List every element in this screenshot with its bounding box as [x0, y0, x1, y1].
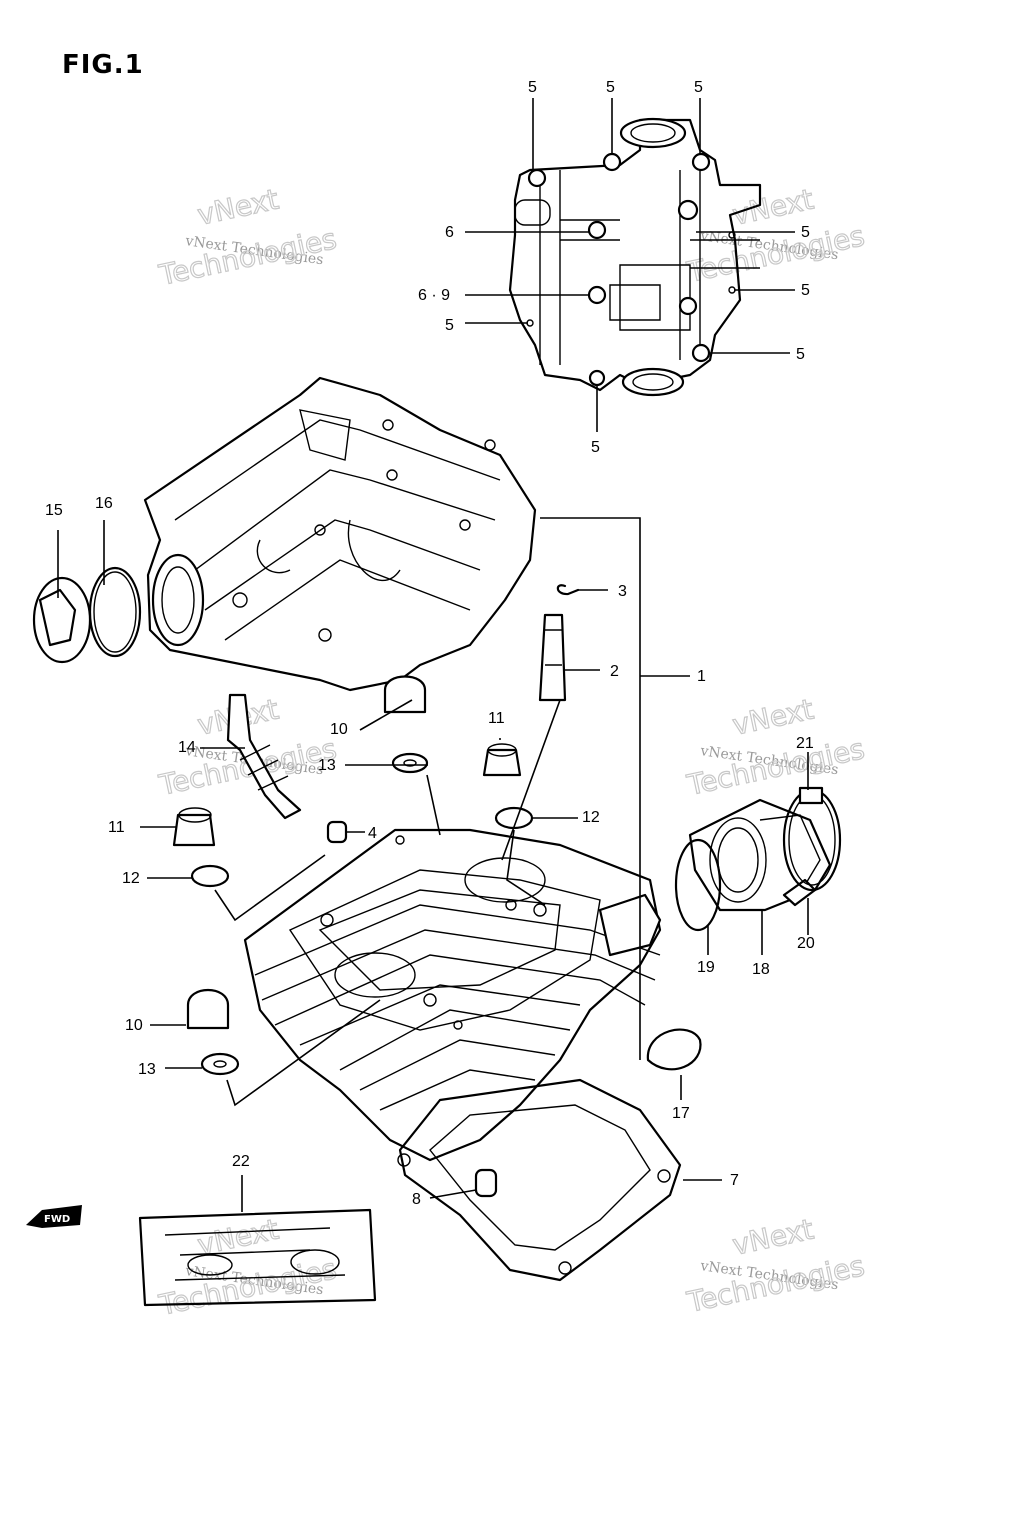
cylinder-head-assembly — [143, 376, 537, 692]
washer-12-left — [190, 864, 230, 888]
callout-10: 10 — [330, 721, 348, 738]
callout-1: 1 — [697, 668, 706, 685]
callout-11: 11 — [108, 819, 125, 836]
cylinder-gasket-7 — [397, 1078, 682, 1282]
callout-5: 5 — [796, 346, 805, 363]
callout-6: 6 — [445, 224, 454, 241]
watermark-technologies: Technologies — [684, 732, 868, 802]
callout-15: 15 — [45, 502, 63, 519]
callout-12: 12 — [122, 870, 140, 887]
watermark-technologies: Technologies — [156, 222, 340, 292]
figure-title: FIG.1 — [62, 50, 144, 80]
callout-5: 5 — [591, 439, 600, 456]
intake-pipe-18 — [688, 798, 832, 912]
washer-13-upper — [391, 752, 429, 774]
dowel-8 — [474, 1168, 498, 1198]
watermark-vnext: vNext — [730, 1213, 817, 1262]
o-ring-16 — [88, 566, 142, 658]
callout-20: 20 — [797, 935, 815, 952]
callout-2: 2 — [610, 663, 619, 680]
valve-guide-2 — [538, 613, 567, 702]
callout-10: 10 — [125, 1017, 143, 1034]
cap-nut-10-lower — [186, 989, 230, 1030]
watermark-technologies: Technologies — [156, 1252, 340, 1322]
callout-4: 4 — [368, 825, 377, 842]
dowel-4 — [326, 820, 348, 844]
nut-11-upper — [482, 743, 522, 777]
cap-nut-10-upper — [383, 675, 427, 714]
callout-7: 7 — [730, 1172, 739, 1189]
callout-labels: 5 5 5 6 6 · 9 5 5 5 5 5 15 16 3 2 1 10 1… — [45, 79, 815, 1208]
callout-17: 17 — [672, 1105, 690, 1122]
clamp-21 — [782, 786, 842, 892]
gasket-set-22 — [138, 1208, 377, 1307]
cylinder-block — [243, 828, 662, 1162]
watermark-vnext: vNext — [195, 183, 282, 232]
callout-14: 14 — [178, 739, 196, 756]
main-leaders — [57, 517, 809, 1212]
callout-21: 21 — [796, 735, 814, 752]
callout-6-9: 6 · 9 — [418, 287, 450, 304]
top-view-leaders — [465, 98, 795, 432]
callout-5: 5 — [528, 79, 537, 96]
plug-17 — [646, 1028, 702, 1071]
o-ring-19 — [674, 838, 722, 932]
spark-plug-14 — [226, 693, 302, 820]
forward-label: FWD — [44, 1214, 70, 1225]
washer-13-lower — [200, 1052, 240, 1076]
callout-3: 3 — [618, 583, 627, 600]
callout-13: 13 — [138, 1061, 156, 1078]
callout-11: 11 — [488, 710, 505, 727]
callout-5: 5 — [445, 317, 454, 334]
callout-22: 22 — [232, 1153, 250, 1170]
callout-19: 19 — [697, 959, 715, 976]
callout-16: 16 — [95, 495, 113, 512]
callout-5: 5 — [801, 282, 810, 299]
callout-5: 5 — [694, 79, 703, 96]
callout-13: 13 — [318, 757, 336, 774]
callout-18: 18 — [752, 961, 770, 978]
plug-cap-15 — [32, 576, 92, 664]
head-cover-top-view — [508, 117, 762, 397]
callout-12: 12 — [582, 809, 600, 826]
callout-8: 8 — [412, 1191, 421, 1208]
callout-5: 5 — [606, 79, 615, 96]
clip-3 — [556, 584, 580, 596]
forward-arrow-icon: FWD — [26, 1205, 82, 1228]
callout-5: 5 — [801, 224, 810, 241]
nut-11-left — [172, 807, 216, 847]
